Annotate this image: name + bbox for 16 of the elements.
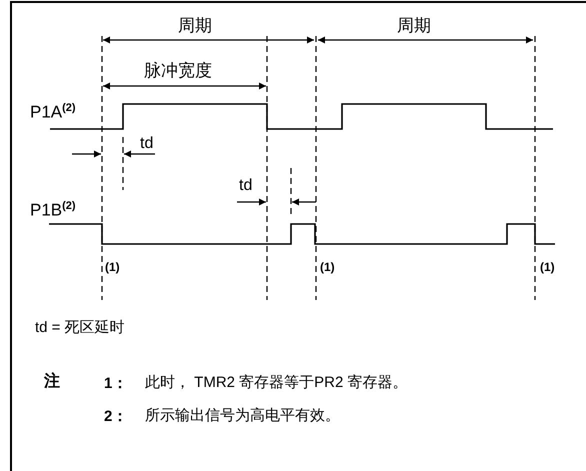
delay-label: td — [239, 178, 252, 194]
note-reference: (1) — [105, 261, 120, 273]
period-label: 周期 — [178, 17, 212, 34]
pulse-width-label: 脉冲宽度 — [144, 62, 212, 79]
note-number: 1： — [104, 376, 128, 391]
note-reference: (1) — [540, 261, 555, 273]
note-reference: (1) — [320, 261, 335, 273]
note-text: 此时， TMR2 寄存器等于PR2 寄存器。 — [145, 375, 408, 390]
delay-label: td — [140, 136, 154, 152]
definition-text: td = 死区延时 — [35, 320, 125, 335]
note-heading: 注 — [44, 374, 60, 390]
signal-label: P1A$^{(2)}$ — [30, 103, 76, 121]
period-label: 周期 — [397, 17, 431, 34]
note-number: 2： — [104, 409, 128, 424]
signal-label: P1B$^{(2)}$ — [30, 201, 76, 219]
note-text: 所示输出信号为高电平有效。 — [145, 408, 340, 423]
